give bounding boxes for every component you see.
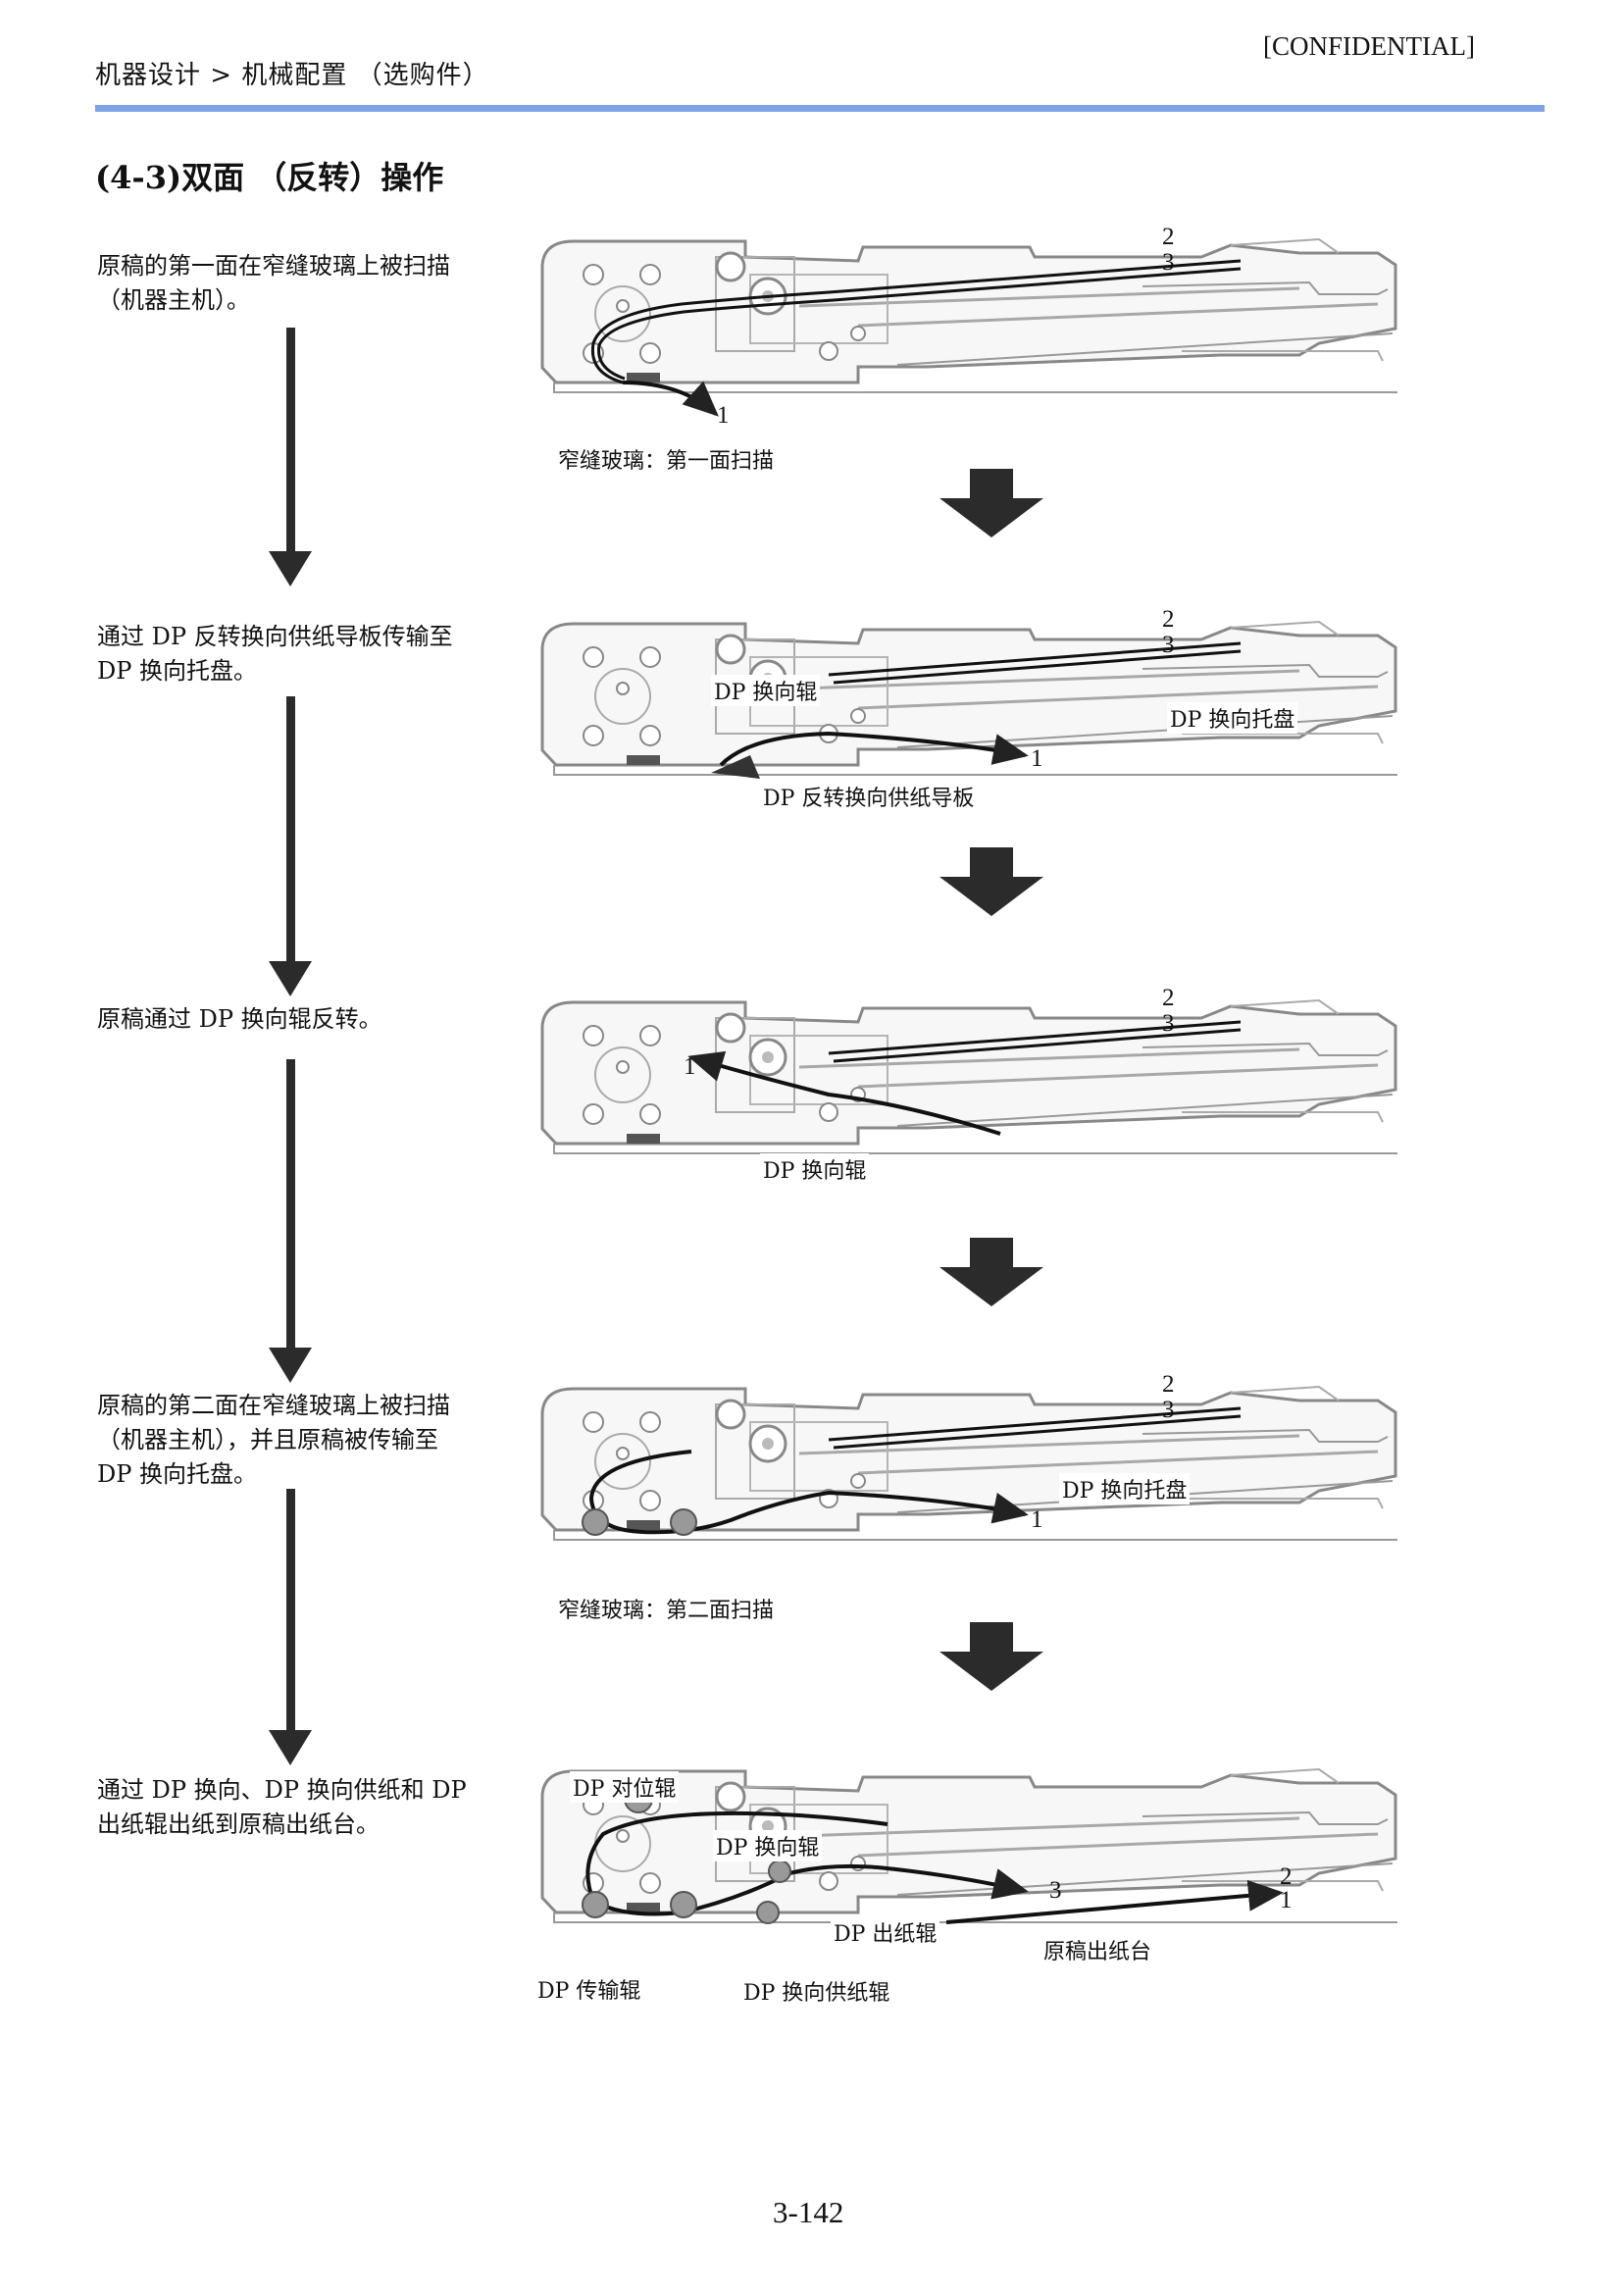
paper-number-1: 1	[717, 402, 730, 429]
paper-number-1: 1	[1031, 1506, 1043, 1533]
label-exit-tray: 原稿出纸台	[1040, 1934, 1155, 1965]
step-1-text: 原稿的第一面在窄缝玻璃上被扫描（机器主机）。	[97, 252, 450, 314]
paper-number-2: 2	[1162, 1371, 1175, 1398]
diagram-1: 2 3 1 窄缝玻璃：第一面扫描	[534, 225, 1417, 475]
paper-number-2: 2	[1162, 985, 1175, 1011]
paper-number-1: 1	[1280, 1887, 1293, 1913]
label-switch-roller: DP 换向辊	[760, 1153, 870, 1185]
step-5-text: 通过 DP 换向、DP 换向供纸和 DP 出纸辊出纸到原稿出纸台。	[97, 1776, 467, 1838]
diagram-2: 2 3 1 DP 换向辊 DP 换向托盘 DP 反转换向供纸导板	[534, 607, 1417, 834]
flow-arrow-2	[269, 696, 312, 996]
step-3-text: 原稿通过 DP 换向辊反转。	[97, 1005, 382, 1033]
flow-arrow-4	[269, 1489, 312, 1765]
page-number: 3-142	[773, 2195, 844, 2229]
paper-number-3: 3	[1162, 632, 1175, 658]
diagram-3: 2 3 1 DP 换向辊	[534, 986, 1417, 1212]
adf-drawing-1	[540, 237, 1399, 417]
paper-number-3: 3	[1162, 1010, 1175, 1037]
paper-number-2: 2	[1280, 1863, 1293, 1890]
adf-drawing-5	[540, 1767, 1399, 1924]
header-rule	[95, 105, 1545, 112]
label-register-roller: DP 对位辊	[570, 1771, 680, 1803]
paper-number-3: 3	[1162, 1397, 1175, 1423]
step-down-arrow-1	[939, 469, 1043, 537]
label-switch-tray: DP 换向托盘	[1167, 702, 1298, 734]
label-switch-roller: DP 换向辊	[713, 1830, 823, 1861]
flow-arrow-1	[269, 328, 312, 586]
label-scan-side-2: 窄缝玻璃：第二面扫描	[555, 1593, 778, 1624]
adf-drawing-2	[540, 620, 1399, 779]
label-switch-tray: DP 换向托盘	[1059, 1473, 1191, 1504]
label-switch-feed-roller: DP 换向供纸辊	[740, 1975, 893, 2007]
step-2-text: 通过 DP 反转换向供纸导板传输至 DP 换向托盘。	[97, 623, 453, 685]
paper-number-2: 2	[1162, 224, 1175, 250]
confidential-mark: [CONFIDENTIAL]	[1263, 31, 1475, 61]
paper-number-1: 1	[684, 1053, 696, 1080]
label-scan-side-1: 窄缝玻璃：第一面扫描	[555, 443, 778, 475]
label-reverse-guide: DP 反转换向供纸导板	[760, 781, 978, 812]
paper-number-3: 3	[1162, 249, 1175, 276]
label-conveying-roller: DP 传输辊	[534, 1973, 644, 2005]
diagram-5: 2 1 3 DP 对位辊 DP 换向辊 DP 出纸辊 原稿出纸台 DP 传输辊 …	[534, 1765, 1417, 2020]
diagram-4: 2 3 1 DP 换向托盘 窄缝玻璃：第二面扫描	[534, 1372, 1417, 1628]
label-eject-roller: DP 出纸辊	[831, 1916, 940, 1948]
breadcrumb: 机器设计 > 机械配置 （选购件）	[95, 61, 489, 90]
step-4-text: 原稿的第二面在窄缝玻璃上被扫描（机器主机），并且原稿被传输至 DP 换向托盘。	[97, 1392, 450, 1488]
paper-number-3: 3	[1049, 1877, 1062, 1904]
paper-number-2: 2	[1162, 606, 1175, 633]
adf-drawing-3	[540, 998, 1399, 1155]
label-switch-roller: DP 换向辊	[711, 675, 821, 706]
adf-drawing-4	[540, 1385, 1399, 1542]
step-down-arrow-3	[939, 1238, 1043, 1306]
paper-number-1: 1	[1031, 745, 1043, 772]
step-down-arrow-2	[939, 847, 1043, 916]
flow-arrow-3	[269, 1059, 312, 1383]
section-title: (4-3)双面 （反转）操作	[95, 159, 444, 196]
step-down-arrow-4	[939, 1622, 1043, 1691]
